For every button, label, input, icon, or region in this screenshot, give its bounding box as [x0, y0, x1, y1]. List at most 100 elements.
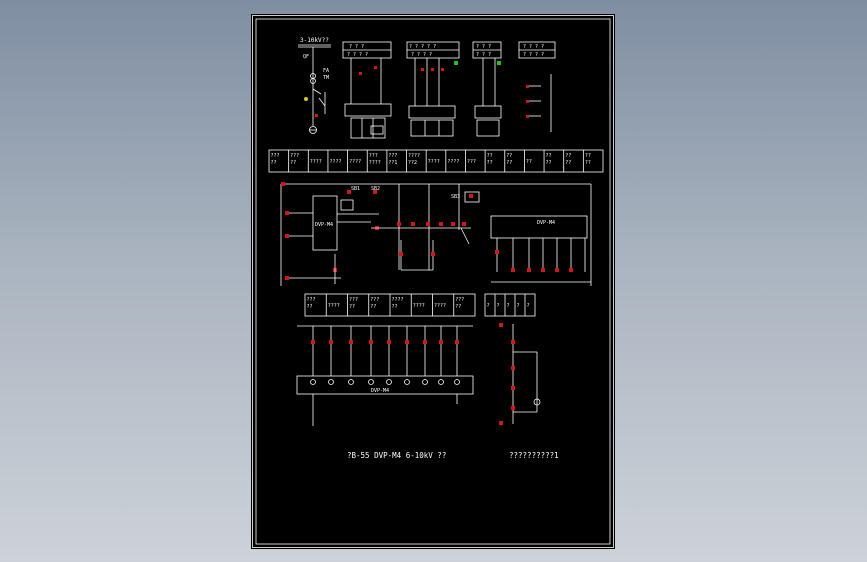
lower-right-header-cell: ? — [487, 303, 490, 309]
top-box-4-label-2: ? ? ? ? — [523, 52, 544, 58]
lower-right-header-cell: ? — [527, 303, 530, 309]
feeder-marker — [387, 340, 391, 344]
lower-right-header-cell: ? — [497, 303, 500, 309]
lower-header-cell: ?? — [349, 304, 355, 310]
section-header-cell: ??? — [388, 153, 397, 159]
section-header-cell: ?? — [506, 153, 512, 159]
top-box-4-label: ? ? ? ? — [523, 44, 544, 50]
lower-header-cell: ???? — [413, 303, 425, 309]
section-header-cell: ??1 — [388, 160, 397, 166]
module-label-left: DVP-M4 — [315, 222, 333, 228]
feeder-marker — [439, 340, 443, 344]
contact-marker — [315, 114, 318, 117]
sheet-border-outer — [252, 15, 614, 548]
section-header-cell: ???? — [447, 159, 459, 165]
section-header-cell: ?? — [585, 160, 591, 166]
feeder-marker — [423, 340, 427, 344]
top-box-1-label: ? ? ? — [349, 44, 364, 50]
single-line-diagram: 3-10kV?? QF FA TM — [298, 37, 331, 134]
top-box-2-label: ? ? ? ? ? — [409, 44, 436, 50]
section-header-cell: ?? — [271, 160, 277, 166]
qf-label-top: QF — [303, 54, 309, 60]
feeder-marker — [455, 340, 459, 344]
yellow-indicator — [304, 97, 308, 101]
lower-header-table: ?????????????????????????????????????? — [304, 293, 476, 317]
section-header-cell: ?? — [526, 159, 532, 165]
section-header-cell: ???? — [408, 153, 420, 159]
top-box-1-label-2: ? ? ? ? — [347, 52, 368, 58]
section-header-cell: ??2 — [408, 160, 417, 166]
top-header-boxes: ? ? ? ? ? ? ? ? ? ? ? ? ? ? ? ? ? ? ? ? … — [342, 41, 556, 59]
section-header-cell: ??? — [467, 159, 476, 165]
terminal-marker — [328, 379, 334, 385]
control-module — [312, 195, 338, 251]
section-header-cell: ?? — [290, 160, 296, 166]
fa-label-top: FA — [323, 68, 329, 74]
drawing-sheet: 3-10kV?? QF FA TM ? ? ? ? ? ? ? ? ? ? ? … — [251, 14, 615, 549]
section-header-cell: ???? — [428, 159, 440, 165]
feeder-marker — [349, 340, 353, 344]
sb2-label: SB2 — [371, 186, 380, 192]
section-header-cell: ?? — [565, 160, 571, 166]
feeder-marker — [311, 340, 315, 344]
section-header-cell: ?? — [487, 160, 493, 166]
section-header-cell: ?? — [487, 153, 493, 159]
sb3-label: SB3 — [451, 194, 460, 200]
feeder-marker — [405, 340, 409, 344]
lower-header-cell: ???? — [434, 303, 446, 309]
section-header-cell: ?? — [546, 153, 552, 159]
feeder-marker — [369, 340, 373, 344]
feeder-marker — [329, 340, 333, 344]
right-control-module — [490, 215, 588, 239]
top-box-3-label-2: ? ? ? — [476, 52, 491, 58]
lower-right-header-cell: ? — [517, 303, 520, 309]
lower-header-cell: ?? — [370, 304, 376, 310]
section-header-table: ??????????????????????????????????1?????… — [268, 149, 604, 173]
panel-label: 3-10kV?? — [300, 37, 329, 44]
lower-header-cell: ???? — [392, 297, 404, 303]
schematic-diagram: 3-10kV?? QF FA TM ? ? ? ? ? ? ? ? ? ? ? … — [252, 15, 614, 548]
section-header-cell: ???? — [310, 159, 322, 165]
terminal-marker — [368, 379, 374, 385]
lower-header-cell: ?? — [307, 304, 313, 310]
lower-right-header-table: ????? — [484, 293, 536, 317]
terminal-marker — [386, 379, 392, 385]
lower-header-cell: ??? — [455, 297, 464, 303]
section-header-cell: ?? — [506, 160, 512, 166]
drawing-caption: ?B-55 DVP-M4 6-10kV ?? — [347, 451, 446, 460]
terminal-marker — [348, 379, 354, 385]
terminal-marker — [422, 379, 428, 385]
sheet-border-inner — [255, 18, 611, 545]
control-circuit: DVP-M4 SB1 SB2 SB3 DVP-M4 — [280, 182, 592, 286]
lower-header-cell: ?? — [455, 304, 461, 310]
bottom-circuit: DVP-M4 — [296, 323, 541, 426]
lower-header-cell: ??? — [370, 297, 379, 303]
module-label-right: DVP-M4 — [537, 220, 555, 226]
section-header-cell: ??? — [290, 153, 299, 159]
bottom-module-label: DVP-M4 — [371, 388, 389, 394]
section-header-cell: ??? — [271, 153, 280, 159]
section-header-cell: ???? — [349, 159, 361, 165]
terminal-marker — [454, 379, 460, 385]
drawing-title: ??????????1 — [509, 451, 559, 460]
section-header-cell: ?? — [585, 153, 591, 159]
sb1-label: SB1 — [351, 186, 360, 192]
top-box-2-label-2: ? ? ? ? — [411, 52, 432, 58]
bottom-module — [296, 375, 474, 395]
top-box-3-label: ? ? ? — [476, 44, 491, 50]
lower-header-cell: ??? — [349, 297, 358, 303]
section-header-cell: ?? — [546, 160, 552, 166]
lower-header-cell: ???? — [328, 303, 340, 309]
section-header-cell: ??? — [369, 153, 378, 159]
lower-header-cell: ??? — [307, 297, 316, 303]
terminal-marker — [404, 379, 410, 385]
terminal-marker — [438, 379, 444, 385]
terminal-marker — [310, 379, 316, 385]
ta-label-top: TM — [323, 75, 329, 81]
top-circuits — [344, 58, 552, 139]
section-header-cell: ???? — [329, 159, 341, 165]
lower-right-header-cell: ? — [507, 303, 510, 309]
section-header-cell: ?? — [565, 153, 571, 159]
lower-header-cell: ?? — [392, 304, 398, 310]
section-header-cell: ???? — [369, 160, 381, 166]
